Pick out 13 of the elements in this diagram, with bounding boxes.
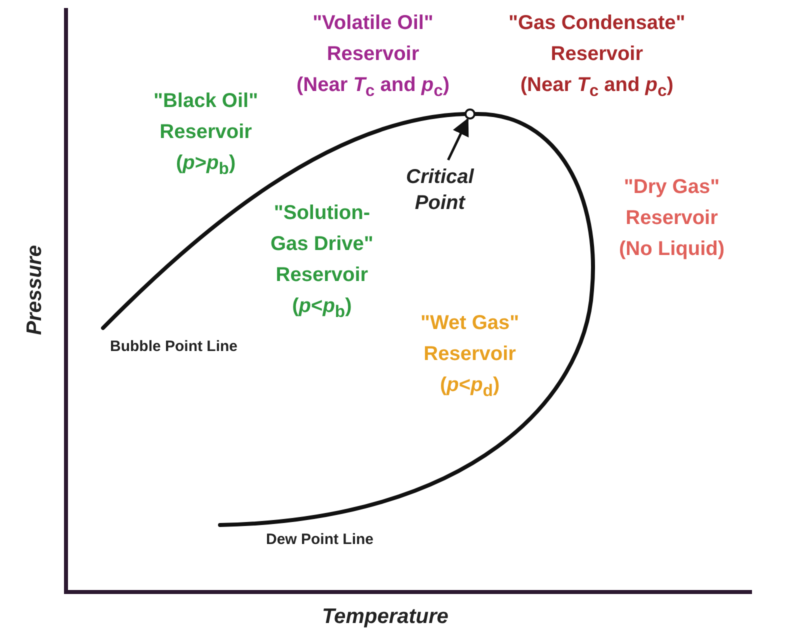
critical-point-marker [464,108,476,120]
region-label: "Solution- Gas Drive" Reservoir (p<p$_{b}$) [270,201,374,323]
axis-title: Temperature [322,604,448,630]
region-label: "Wet Gas" Reservoir (p<p$_{d}$) [420,311,520,402]
region-label: "Dry Gas" Reservoir (No Liquid) [619,175,725,262]
callout-label: Critical Point [406,164,474,216]
region-label: "Black Oil" Reservoir (p>p$_{b}$) [154,89,258,180]
region-label: "Gas Condensate" Reservoir (Near T$_{c}$ and p$_{c}$) [508,11,686,102]
axis-title: Pressure [22,245,47,335]
region-label: "Volatile Oil" Reservoir (Near T$_{c}$ and p$_{c}$) [296,11,450,102]
arrow [447,118,469,161]
curve-label: Bubble Point Line [110,337,238,357]
curve-label: Dew Point Line [266,530,374,550]
